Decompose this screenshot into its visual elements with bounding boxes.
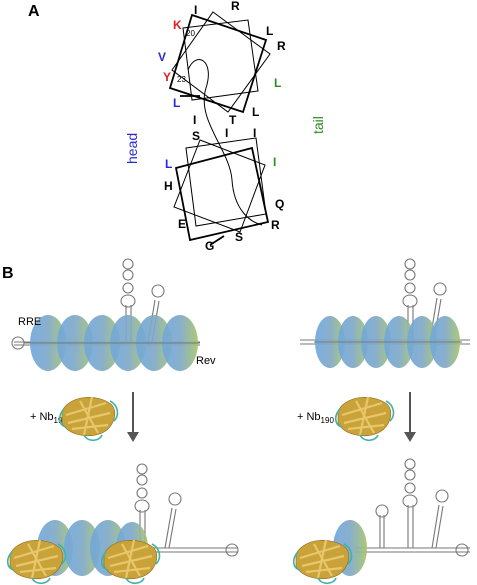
residue-top-9: L — [252, 105, 259, 119]
residue-bottom-0: S — [192, 129, 200, 143]
bottom-wheel-square-1 — [174, 146, 270, 242]
tail-label: tail — [310, 116, 326, 134]
residue-top-8: L — [173, 96, 180, 110]
residue-bottom-10: S — [235, 230, 243, 244]
residue-top-10: I — [193, 113, 196, 127]
rre-complex-left — [11, 258, 200, 371]
top-wheel-square-1 — [168, 13, 268, 114]
residue-bottom-6: Q — [275, 197, 284, 211]
rev-label: Rev — [196, 355, 216, 367]
nanobody-icon-right — [334, 395, 395, 442]
residue-bottom-8: R — [271, 218, 280, 232]
rre-rna-bottom-right — [355, 458, 470, 557]
residue-top-1: R — [231, 0, 240, 13]
bottom-wheel-residues: S I I L I H Q E R G S — [164, 126, 284, 253]
residue-top-0: I — [194, 3, 197, 17]
bottom-wheel-square-2 — [173, 139, 266, 233]
residue-bottom-3: L — [165, 157, 172, 171]
bound-nanobody-r1 — [292, 538, 353, 585]
residue-top-7: L — [274, 76, 281, 90]
top-wheel-square-3 — [171, 11, 271, 113]
nb-label-right: + Nb190 — [297, 411, 334, 425]
residue-bottom-5: H — [164, 179, 173, 193]
top-wheel-residues: I R K L R V Y L L L I T — [158, 0, 286, 127]
helical-wheel — [168, 11, 271, 246]
arrow-right — [404, 392, 416, 442]
arrow-left — [127, 392, 139, 442]
bound-rev-2 — [64, 520, 100, 576]
residue-top-3: L — [266, 24, 273, 38]
residue-bottom-2: I — [253, 126, 256, 140]
residue-top-5: V — [158, 50, 166, 64]
residue-bottom-4: I — [273, 155, 276, 169]
nb-complex-left — [6, 463, 239, 585]
top-wheel-square-2 — [182, 19, 259, 101]
bottom-wheel-square-3 — [185, 137, 267, 227]
residue-top-6: Y — [163, 70, 171, 84]
rre-complex-right — [300, 258, 470, 368]
head-label: head — [124, 133, 140, 164]
marker-23: 23 — [177, 75, 186, 84]
residue-bottom-1: I — [225, 126, 228, 140]
residue-top-2: K — [173, 18, 182, 32]
panel-a-label: A — [28, 3, 40, 20]
residue-bottom-7: E — [178, 217, 186, 231]
helix-connector — [187, 59, 263, 226]
marker-20: 20 — [186, 29, 195, 38]
rre-label: RRE — [18, 316, 41, 328]
residue-top-4: R — [277, 39, 286, 53]
residue-bottom-9: G — [205, 239, 214, 253]
nb-complex-right — [292, 458, 470, 585]
bound-nanobody-1 — [6, 538, 67, 585]
bound-nanobody-2 — [100, 538, 161, 585]
helix-tick-bottom — [209, 235, 225, 246]
residue-top-11: T — [229, 113, 237, 127]
panel-b-label: B — [2, 265, 14, 282]
nanobody-icon-left — [58, 395, 119, 442]
